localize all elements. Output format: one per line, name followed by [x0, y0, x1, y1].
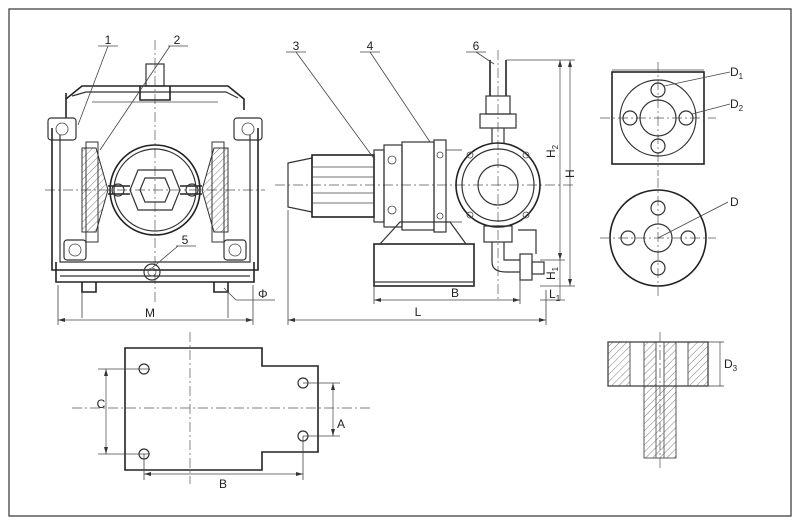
dim-B-side-label: B [451, 286, 459, 300]
dim-A-label: A [337, 417, 345, 431]
dim-D1-label: D1 [730, 65, 744, 81]
front-view-pump: M Φ [45, 40, 275, 325]
callout-2: 2 [174, 33, 181, 47]
callout-5: 5 [182, 233, 189, 247]
dim-C-label: C [97, 397, 106, 411]
dim-H-label: H [563, 169, 577, 178]
side-view-pump-motor [275, 50, 575, 325]
dim-H2-label: H2 [544, 144, 560, 158]
callout-1: 1 [105, 33, 112, 47]
dim-D2-label: D2 [730, 97, 744, 113]
flange-square-view [600, 62, 731, 176]
dim-H1-label: H1 [544, 266, 560, 280]
base-plan-view [72, 332, 370, 484]
drawing-border [8, 8, 792, 517]
dim-D3-label: D3 [724, 357, 738, 373]
dim-M-label: M [145, 306, 155, 320]
dim-D-label: D [730, 195, 739, 209]
flange-round-view [600, 178, 729, 298]
callout-6: 6 [473, 39, 480, 53]
flange-section-view [607, 332, 724, 468]
callout-3: 3 [293, 39, 300, 53]
callout-4: 4 [367, 39, 374, 53]
dim-L1-label: L1 [549, 287, 561, 303]
dim-B-plan-label: B [219, 477, 227, 491]
dim-L-label: L [415, 305, 422, 319]
dim-phi-label: Φ [258, 287, 268, 301]
